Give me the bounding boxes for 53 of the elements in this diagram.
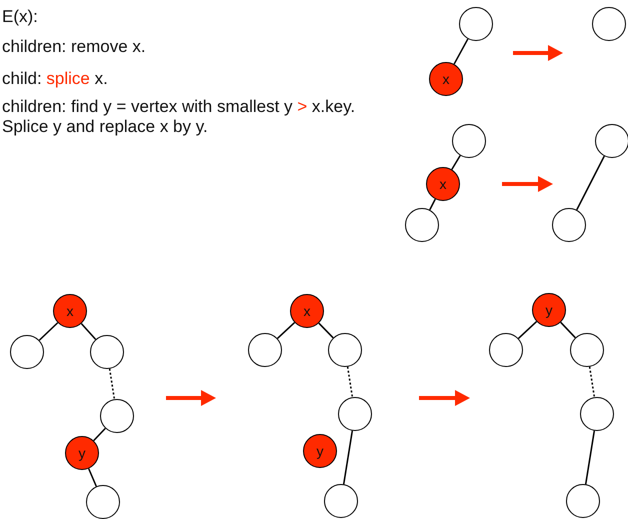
tree-edge [560, 322, 576, 338]
tree-edge [576, 156, 605, 210]
tree-edge [80, 323, 96, 340]
tree-node-circle [580, 397, 614, 431]
tree-node-circle [248, 333, 282, 367]
tree-node-circle [90, 335, 124, 369]
highlighted-node-circle [53, 294, 87, 328]
tree-edge [318, 322, 334, 338]
dotted-tree-edge [588, 366, 596, 398]
highlighted-node-circle [65, 436, 99, 470]
description-text: E(x): [2, 7, 39, 27]
tree-node-circle [459, 7, 493, 41]
tree-edge [88, 468, 97, 487]
dotted-tree-edge [346, 366, 354, 398]
tree-edge [451, 155, 461, 170]
tree-edge [276, 322, 296, 339]
tree-node-circle [324, 484, 358, 518]
tree-edge [342, 430, 354, 484]
node-label: y [546, 302, 552, 316]
tree-node-circle [570, 333, 604, 367]
tree-node-circle [405, 208, 439, 242]
node-label: x [304, 304, 310, 318]
tree-node-circle [86, 485, 120, 519]
node-label: x [442, 72, 450, 86]
tree-edge [93, 428, 106, 442]
tree-node-circle [595, 124, 628, 158]
highlighted-node-circle [290, 294, 324, 328]
tree-edge [38, 322, 58, 341]
dotted-tree-edge [108, 368, 116, 400]
tree-edge [429, 198, 436, 210]
tree-node-circle [328, 333, 362, 367]
description-text: children: remove x. [2, 37, 147, 57]
highlighted-node-circle [429, 62, 463, 96]
tree-node-circle [100, 399, 134, 433]
description-text: child: splice x. [2, 69, 109, 89]
tree-edge [518, 321, 538, 339]
node-label: y [78, 446, 86, 460]
tree-node-circle [489, 333, 523, 367]
highlighted-node-circle [303, 434, 337, 468]
tree-node-circle [566, 484, 600, 518]
tree-edge [453, 38, 469, 64]
highlighted-node-circle [532, 293, 566, 327]
node-label: x [66, 304, 74, 318]
node-label: y [316, 444, 324, 458]
tree-node-circle [452, 124, 486, 158]
tree-node-circle [592, 7, 626, 41]
tree-node-circle [338, 397, 372, 431]
node-label: x [440, 176, 446, 190]
description-text: children: find y = vertex with smallest y > x.key. Splice y and replace x by y. [2, 97, 356, 137]
tree-edge [584, 430, 596, 484]
highlighted-node-circle [426, 167, 460, 201]
tree-node-circle [10, 335, 44, 369]
tree-node-circle [552, 208, 586, 242]
